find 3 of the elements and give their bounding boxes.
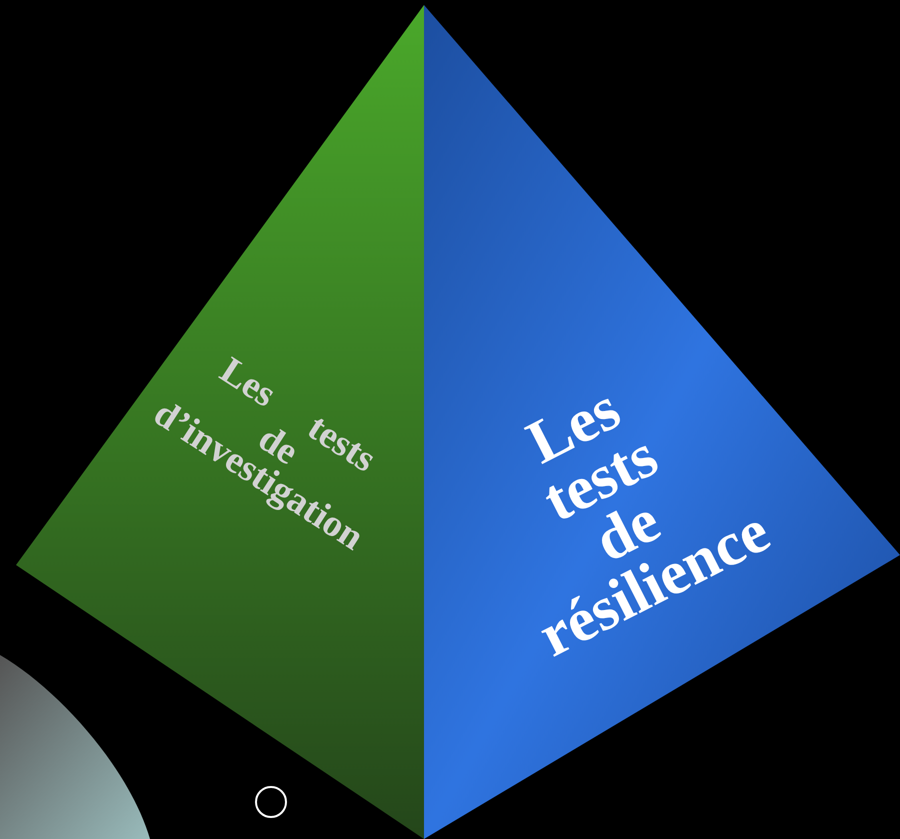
circle-mark	[255, 786, 287, 818]
pyramid-face	[424, 5, 900, 839]
pyramid-face	[16, 5, 424, 839]
